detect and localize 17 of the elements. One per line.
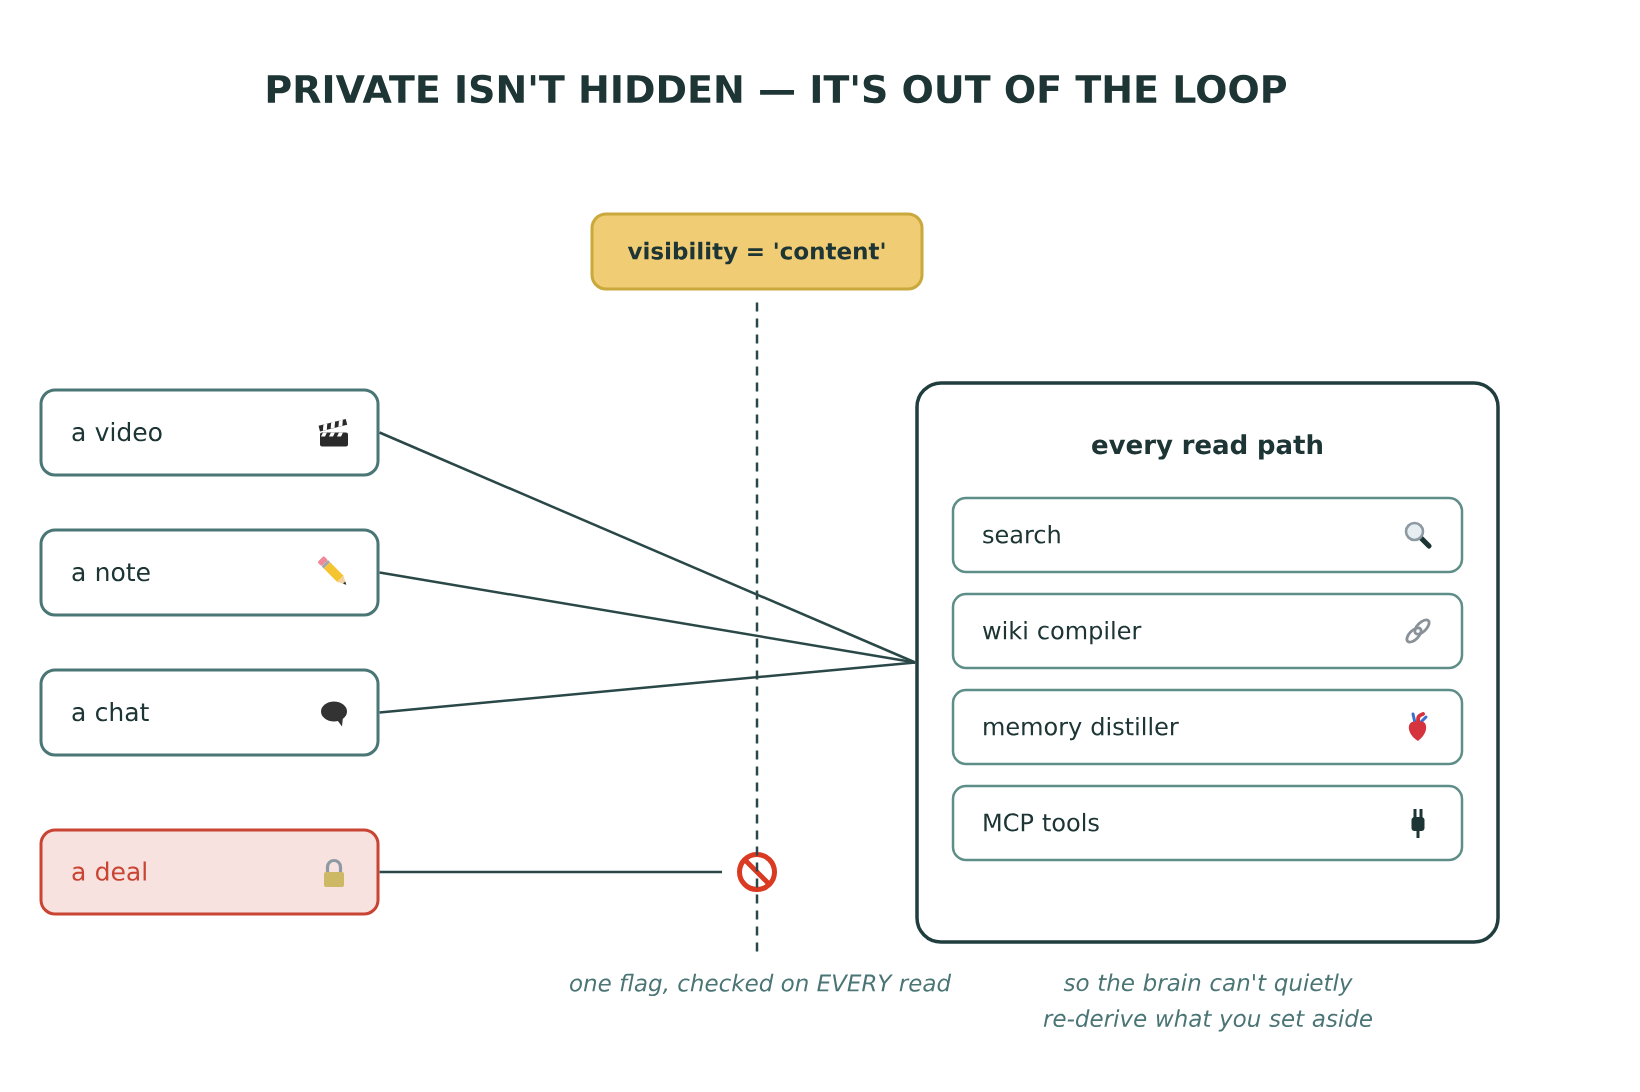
connector-line	[379, 870, 722, 874]
row-box: MCP tools	[951, 784, 1464, 862]
caption: one flag, checked on EVERY read	[570, 973, 952, 997]
connector-line	[379, 431, 916, 664]
no-entry-icon	[737, 852, 777, 892]
item-box: a deal	[39, 828, 380, 916]
row-box: memory distiller	[951, 688, 1464, 766]
item-box: a video	[39, 388, 380, 477]
caption: so the brain can't quietly re-derive what you set aside	[1043, 973, 1372, 1032]
title: PRIVATE ISN'T HIDDEN — IT'S OUT OF THE LOOP	[267, 74, 1287, 104]
row-box: search	[951, 496, 1464, 574]
item-box: a chat	[39, 668, 380, 757]
dashed-line	[755, 302, 759, 952]
connector-line	[379, 661, 916, 714]
flag-box: visibility = 'content'	[590, 212, 924, 291]
item-box: a note	[39, 528, 380, 617]
row-box: wiki compiler	[951, 592, 1464, 670]
